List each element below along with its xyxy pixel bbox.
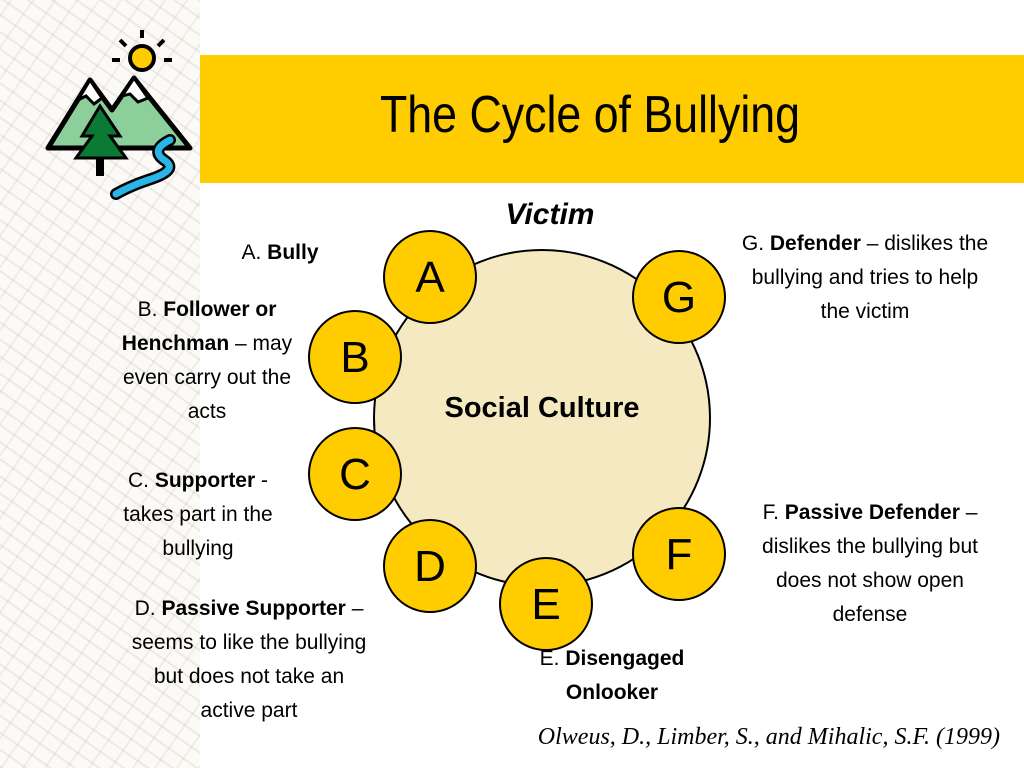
node-d: D <box>383 519 477 613</box>
node-c: C <box>308 427 402 521</box>
node-e: E <box>499 557 593 651</box>
node-b-letter: B <box>340 333 369 382</box>
citation: Olweus, D., Limber, S., and Mihalic, S.F… <box>537 724 1000 750</box>
page-title: The Cycle of Bullying <box>379 86 801 144</box>
victim-label: Victim <box>505 198 595 231</box>
node-b: B <box>308 310 402 404</box>
node-a: A <box>383 230 477 324</box>
node-g: G <box>632 250 726 344</box>
node-c-letter: C <box>339 450 371 499</box>
role-label-f: F. Passive Defender – dislikes the bully… <box>762 501 978 626</box>
node-d-letter: D <box>414 542 446 591</box>
node-a-letter: A <box>415 253 445 302</box>
social-culture-label: Social Culture <box>444 392 640 424</box>
role-label-a: A. Bully <box>241 241 319 264</box>
role-label-g: G. Defender – dislikes the bullying and … <box>741 232 989 323</box>
role-label-c: C. Supporter - takes part in the bullyin… <box>123 469 273 560</box>
mountain-sun-logo-icon <box>45 30 193 200</box>
node-f: F <box>632 507 726 601</box>
title-band <box>200 55 1024 183</box>
node-g-letter: G <box>662 273 696 322</box>
role-label-b: B. Follower or Henchman – may even carry… <box>121 298 293 423</box>
role-label-e: E. Disengaged Onlooker <box>539 647 685 704</box>
role-label-d: D. Passive Supporter – seems to like the… <box>131 597 367 722</box>
node-f-letter: F <box>666 530 693 579</box>
node-e-letter: E <box>531 580 560 629</box>
